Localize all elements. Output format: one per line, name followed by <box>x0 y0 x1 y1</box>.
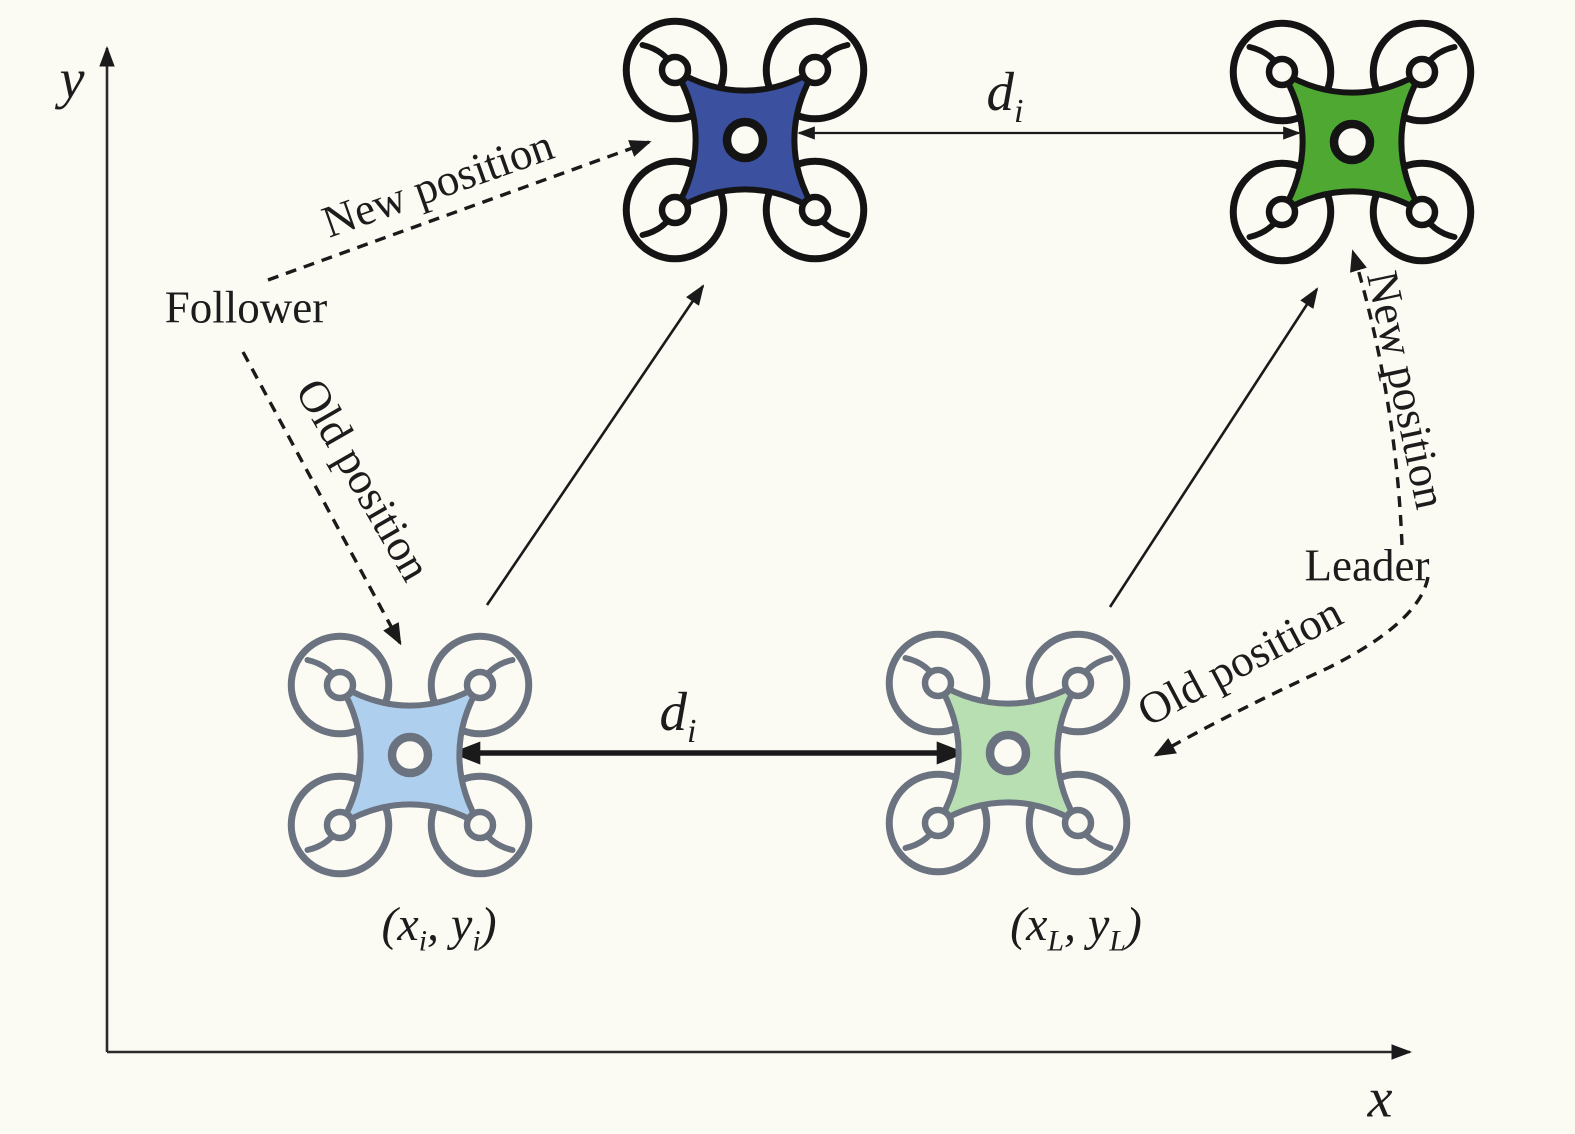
leader-coordinates-label: (xL, yL) <box>1010 897 1142 958</box>
leader-movement-arrow <box>1108 287 1319 608</box>
leader-label: Leader <box>1304 540 1430 591</box>
distance-label-bottom: di <box>659 681 697 749</box>
distance-symbol: d <box>659 681 688 743</box>
follower-old-drone-icon <box>291 636 529 874</box>
leader-new-drone-icon <box>1233 23 1471 261</box>
distance-symbol: d <box>986 61 1015 123</box>
follower-coordinates-label: (xi, yi) <box>381 897 497 958</box>
follower-new-drone-icon <box>626 21 864 259</box>
follower-movement-arrow <box>485 284 705 606</box>
follower-label: Follower <box>164 282 328 333</box>
leader-old-drone-icon <box>889 634 1127 872</box>
leader-old-position-pointer <box>1153 576 1430 757</box>
follower-old-position-pointer <box>241 351 402 646</box>
distance-label-top: di <box>986 61 1024 129</box>
leader-new-position-pointer <box>1350 249 1404 546</box>
distance-subscript: i <box>687 713 697 751</box>
follower-new-position-pointer <box>267 140 652 282</box>
distance-subscript: i <box>1014 93 1024 131</box>
x-axis-label: x <box>1367 1067 1393 1130</box>
y-axis-label: y <box>59 48 85 111</box>
